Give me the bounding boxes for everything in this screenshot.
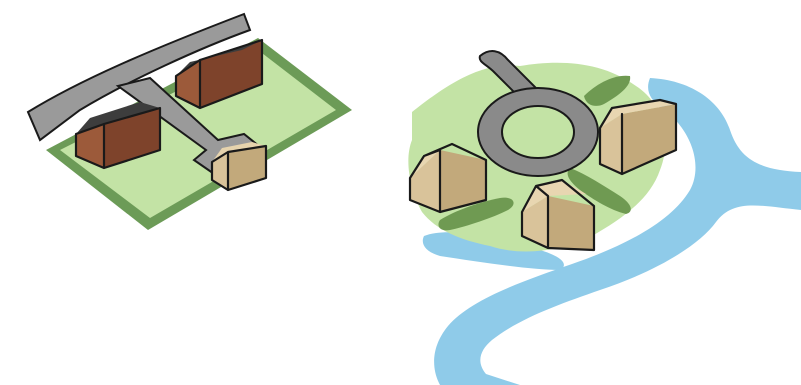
house-tan-2: [600, 100, 676, 174]
scene-left: [28, 14, 352, 230]
loop-road-island: [502, 106, 574, 158]
scene-right: [408, 51, 801, 385]
